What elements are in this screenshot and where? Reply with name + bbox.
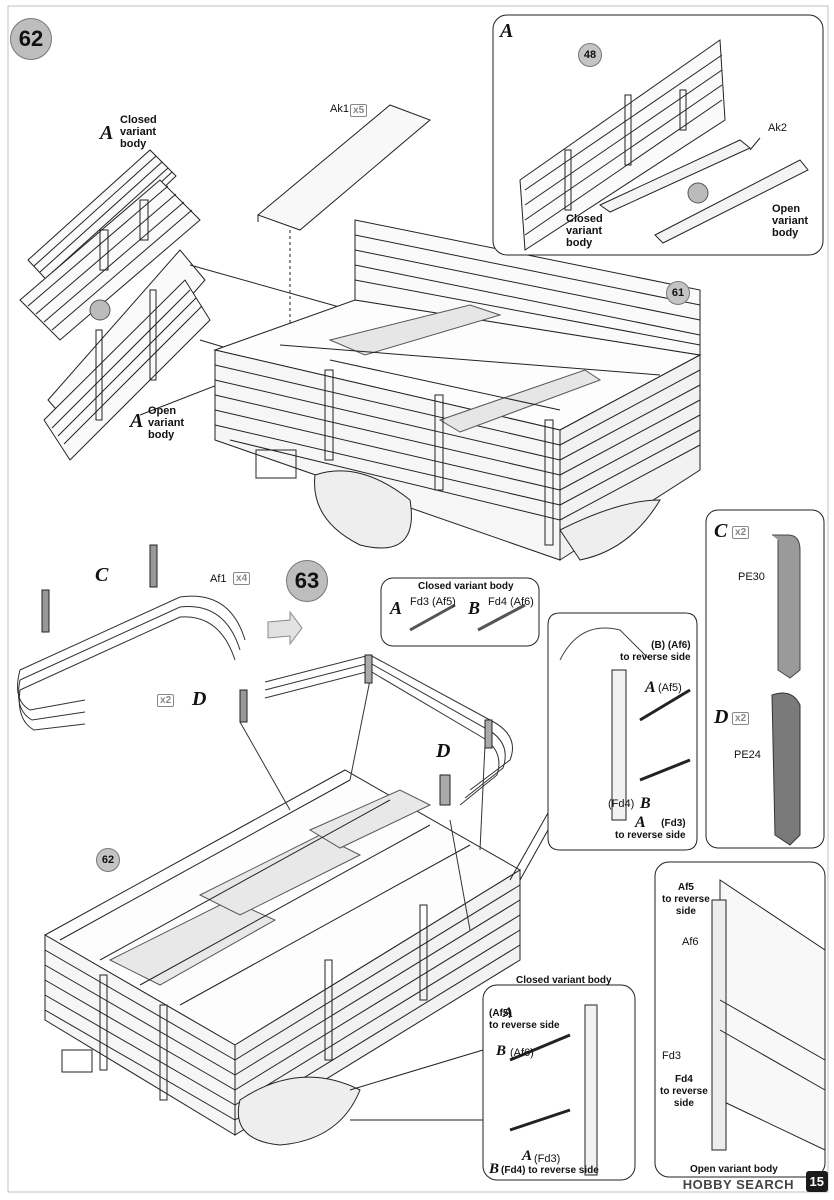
part-62-number: 62: [101, 854, 115, 866]
pe-letter-d: D: [714, 706, 729, 728]
letter-c: C: [95, 564, 109, 586]
pe30-label: PE30: [738, 571, 765, 583]
ak1-qty-value: 5: [358, 105, 365, 116]
detail-letter-a2: A: [635, 814, 646, 831]
pe24-label: PE24: [734, 749, 761, 761]
detail-letter-b: B: [640, 795, 651, 812]
closed-variant-label: Closed variant body: [120, 114, 157, 150]
af6-label: Af6: [682, 936, 699, 948]
af1-qty-value: 4: [241, 573, 248, 584]
bottom-letter-a: A: [503, 1005, 514, 1021]
closed-variant-callout-title: Closed variant body: [418, 581, 514, 592]
a-af5-reverse-label: (Af5) to reverse side: [489, 1008, 560, 1031]
letter-d-left: D: [192, 688, 207, 710]
step-62-number: 62: [18, 26, 44, 51]
fd4-af6-label: Fd4 (Af6): [488, 596, 534, 608]
letter-d-right: D: [436, 740, 451, 762]
fd3-label: Fd3: [662, 1050, 681, 1062]
step-63-badge: 63: [286, 560, 328, 602]
af1-quantity: x4: [233, 568, 251, 585]
fd3-af5-label: Fd3 (Af5): [410, 596, 456, 608]
af1-rails: [17, 595, 246, 731]
b-af6-reverse-label: (B) (Af6) to reverse side: [620, 640, 691, 663]
part-48-number: 48: [583, 49, 597, 61]
part-61-badge: 61: [666, 281, 690, 305]
step-63-number: 63: [294, 568, 320, 593]
af1-qty-x: x4: [233, 572, 251, 585]
af5-label: (Af5): [658, 682, 682, 694]
part-62-badge: 62: [96, 848, 120, 872]
bottom-closed-callout-title: Closed variant body: [516, 975, 612, 986]
af1-label: Af1: [210, 573, 227, 585]
bottom-open-callout-title: Open variant body: [690, 1164, 778, 1175]
part-61-number: 61: [671, 287, 685, 299]
callout-letter-a: A: [390, 598, 403, 618]
bottom-letter-b: B: [496, 1043, 507, 1059]
callout-letter-b: B: [468, 598, 481, 618]
ak1-qty-x: x5: [350, 104, 368, 117]
fd4-label: (Fd4): [608, 798, 635, 810]
ak2-label: Ak2: [768, 122, 787, 134]
box-a-closed-label: Closed variant body: [566, 213, 603, 249]
fd4-reverse-side-label: Fd4 to reverse side: [660, 1074, 708, 1109]
pe-letter-c: C: [714, 520, 728, 542]
c-qty-value: 2: [740, 527, 747, 538]
d-quantity: x2: [157, 690, 175, 707]
a-fd3-reverse-label: (Fd3) to reverse side: [615, 818, 686, 841]
d-pe-qty-x: x2: [732, 712, 750, 725]
watermark: HOBBY SEARCH: [682, 1177, 794, 1192]
letter-a-open: A: [130, 410, 144, 432]
open-variant-side-panel: [43, 249, 211, 461]
step-62-badge: 62: [10, 18, 52, 60]
b-af6-label: (Af6): [510, 1047, 534, 1059]
d-qty-x: x2: [157, 694, 175, 707]
detail-letter-a: A: [645, 679, 656, 696]
c-quantity: x2: [732, 518, 750, 541]
b-fd4-reverse-label: (Fd4) to reverse side: [501, 1165, 599, 1176]
a-fd3-label: (Fd3): [534, 1153, 561, 1165]
closed-variant-side-panel: [19, 149, 201, 341]
d-pe-quantity: x2: [732, 704, 750, 727]
truck-body-step63: [43, 769, 521, 1146]
d-pe-qty-value: 2: [740, 713, 747, 724]
box-a-open-label: Open variant body: [772, 203, 809, 239]
box-a-letter: A: [500, 20, 514, 42]
ak1-quantity: x5: [350, 100, 368, 117]
open-variant-label: Open variant body: [148, 405, 185, 441]
ak1-label: Ak1: [330, 103, 349, 115]
d-qty-value: 2: [165, 695, 172, 706]
page-number: 15: [805, 1171, 828, 1192]
bottom-letter-a2: A: [522, 1148, 533, 1164]
af5-reverse-side-label: Af5 to reverse side: [662, 882, 710, 917]
truck-body-step62: [213, 219, 702, 561]
c-qty-x: x2: [732, 526, 750, 539]
bottom-letter-b2: B: [489, 1161, 500, 1177]
part-48-badge: 48: [578, 43, 602, 67]
letter-a-closed: A: [100, 122, 114, 144]
